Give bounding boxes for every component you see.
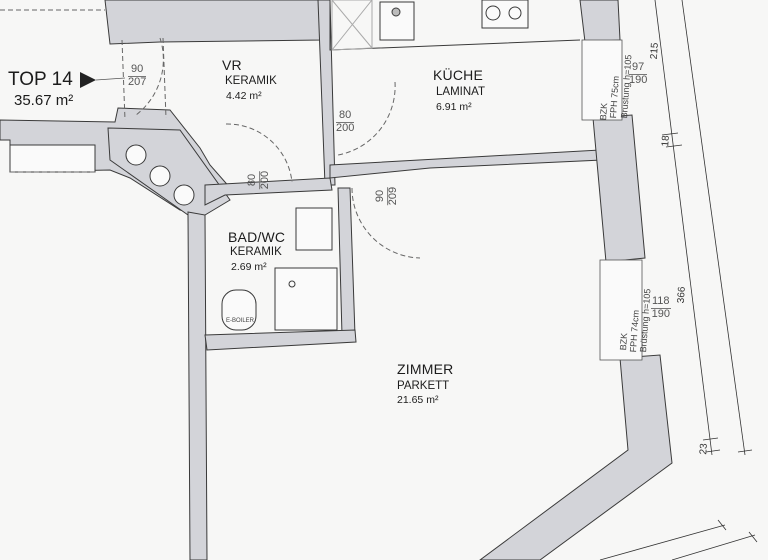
- wall-right-lower: [479, 354, 673, 560]
- zimmer-window-dim: 118 190: [651, 295, 671, 320]
- shaft-circle-1: [125, 144, 147, 166]
- wall-vr-kueche: [317, 0, 336, 186]
- room-vr-area: 4.42 m²: [226, 90, 262, 102]
- room-kueche-area: 6.91 m²: [436, 101, 472, 113]
- door-zimmer-dim: 90 209: [374, 186, 399, 206]
- wall-right-mid: [592, 114, 646, 263]
- e-boiler-label: E-BOILER: [226, 318, 255, 324]
- boiler-box: [221, 289, 257, 331]
- zimmer-window-frame: [599, 259, 643, 361]
- entrance-door-swing: [135, 37, 164, 116]
- entrance-arrow-icon: [80, 72, 96, 88]
- shaft-circle-3: [173, 184, 195, 206]
- wall-bad-right: [337, 187, 356, 336]
- door-vr-bad-dim: 80 200: [246, 170, 271, 190]
- wall-top-left: [104, 0, 323, 45]
- room-vr-name: VR: [222, 57, 242, 73]
- room-vr-floor: KERAMIK: [225, 75, 277, 87]
- vr-bad-door-swing: [225, 123, 293, 183]
- unit-name: TOP 14: [8, 69, 73, 90]
- room-bad-name: BAD/WC: [228, 229, 286, 245]
- wall-left-zimmer: [187, 211, 208, 560]
- room-bad-area: 2.69 m²: [231, 261, 267, 273]
- unit-area: 35.67 m²: [14, 92, 74, 109]
- sink-drain: [391, 7, 401, 17]
- room-bad-floor: KERAMIK: [230, 246, 282, 258]
- shaft-circle-2: [149, 165, 171, 187]
- room-zimmer-name: ZIMMER: [397, 361, 454, 377]
- wall-kueche-zimmer: [329, 149, 603, 179]
- dim-line-outer: [681, 0, 746, 456]
- stove: [481, 0, 529, 29]
- vr-kueche-door-swing: [337, 81, 396, 156]
- kueche-window-dim: 97 190: [629, 61, 648, 86]
- room-kueche-floor: LAMINAT: [436, 86, 485, 98]
- room-zimmer-area: 21.65 m²: [397, 394, 439, 406]
- bathtub-sink: [295, 207, 333, 251]
- room-zimmer-floor: PARKETT: [397, 380, 450, 392]
- dim-366: 366: [675, 286, 688, 304]
- dim-line-inner: [654, 0, 713, 456]
- dim-18: 18: [660, 135, 672, 147]
- kueche-window-frame: [581, 39, 623, 121]
- wall-bad-bottom: [204, 329, 357, 351]
- fridge: [331, 0, 373, 51]
- dim-23: 23: [698, 443, 710, 455]
- door-entrance-dim: 90 207: [128, 63, 147, 88]
- door-vr-kueche-dim: 80 200: [336, 109, 355, 134]
- shower: [274, 267, 338, 331]
- dim-215: 215: [648, 42, 661, 60]
- wall-vr-bad: [204, 177, 333, 206]
- wall-right-upper: [579, 0, 621, 43]
- room-kueche-name: KÜCHE: [433, 67, 484, 83]
- kitchen-counter: [329, 0, 581, 51]
- sink: [379, 1, 415, 41]
